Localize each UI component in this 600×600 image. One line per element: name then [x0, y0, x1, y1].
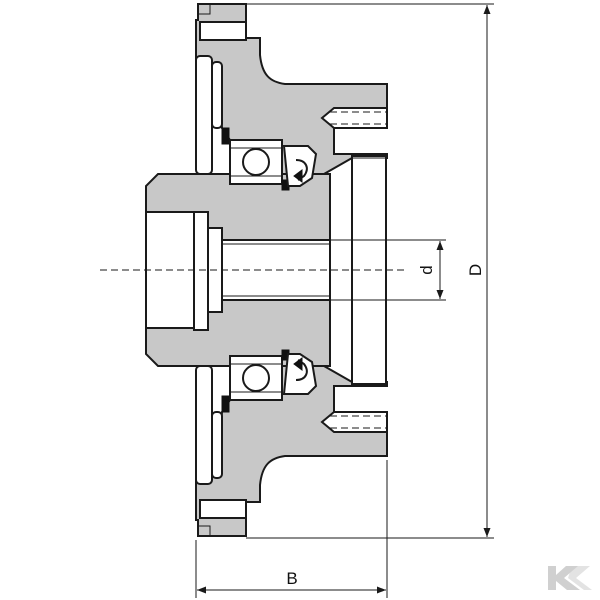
- dimension-d-label: d: [417, 265, 436, 274]
- k-logo-icon: [548, 566, 592, 590]
- dimension-D: D: [246, 3, 494, 539]
- dimension-B: B: [195, 460, 388, 598]
- threaded-hole-bottom: [320, 411, 388, 433]
- dimension-D-label: D: [466, 264, 485, 276]
- bearing-top: [221, 127, 318, 191]
- threaded-hole-top: [320, 107, 388, 129]
- dimension-d: d: [330, 239, 446, 301]
- bearing-bottom: [221, 349, 318, 413]
- dimension-B-label: B: [286, 569, 297, 588]
